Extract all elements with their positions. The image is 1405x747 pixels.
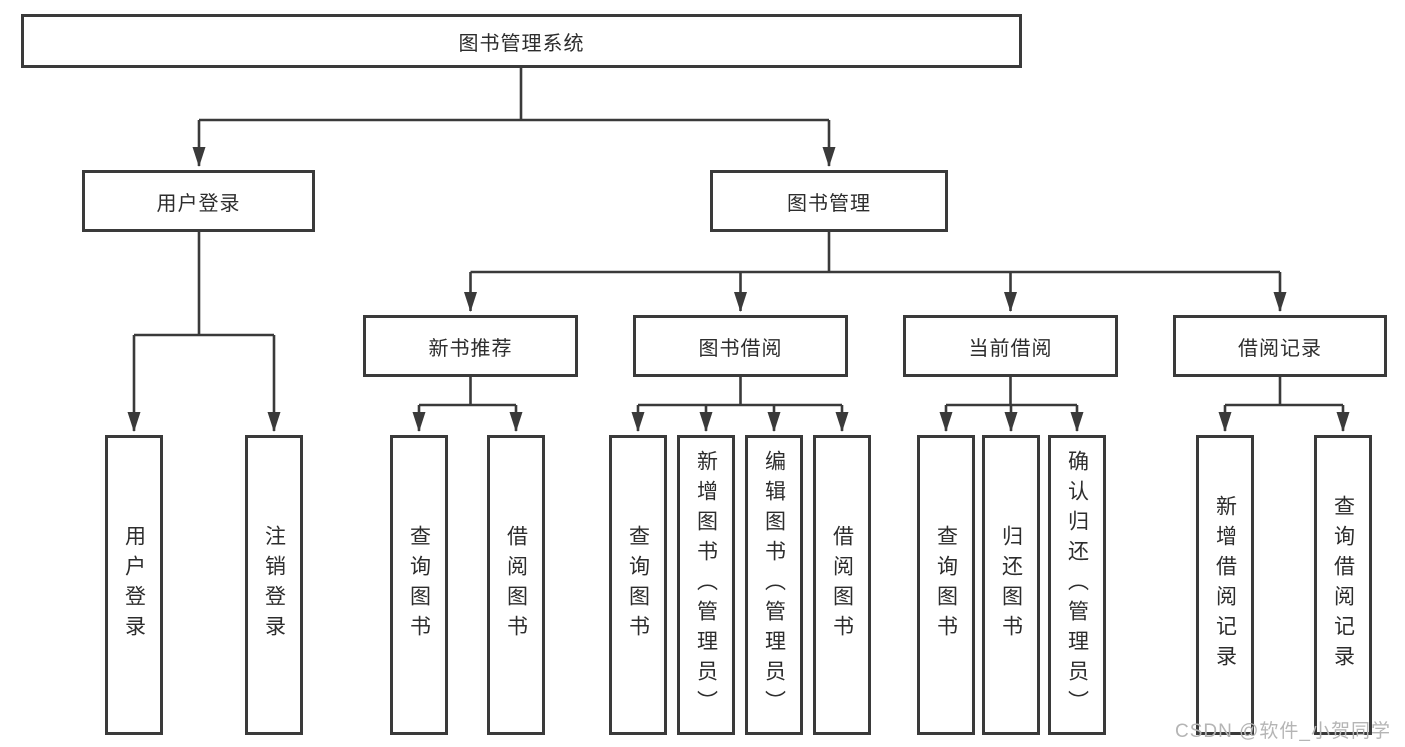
leaf-add-borrow-record: 新增借阅记录 (1196, 435, 1254, 735)
csdn-watermark: CSDN @软件_小贺同学 (1175, 721, 1391, 742)
node-library-management-system: 图书管理系统 (21, 14, 1022, 68)
node-book-borrowing: 图书借阅 (633, 315, 848, 377)
node-book-management: 图书管理 (710, 170, 948, 232)
leaf-confirm-return-admin: 确认归还（管理员） (1048, 435, 1106, 735)
leaf-add-books-admin: 新增图书（管理员） (677, 435, 735, 735)
leaf-edit-books-admin: 编辑图书（管理员） (745, 435, 803, 735)
leaf-query-books-3: 查询图书 (917, 435, 975, 735)
leaf-user-login: 用户登录 (105, 435, 163, 735)
leaf-borrow-books-2: 借阅图书 (813, 435, 871, 735)
leaf-query-books-1: 查询图书 (390, 435, 448, 735)
leaf-return-books: 归还图书 (982, 435, 1040, 735)
leaf-query-borrow-record: 查询借阅记录 (1314, 435, 1372, 735)
leaf-query-books-2: 查询图书 (609, 435, 667, 735)
leaf-logout: 注销登录 (245, 435, 303, 735)
node-new-book-recommend: 新书推荐 (363, 315, 578, 377)
node-borrowing-records: 借阅记录 (1173, 315, 1387, 377)
node-user-login: 用户登录 (82, 170, 315, 232)
node-current-borrowing: 当前借阅 (903, 315, 1118, 377)
leaf-borrow-books-1: 借阅图书 (487, 435, 545, 735)
